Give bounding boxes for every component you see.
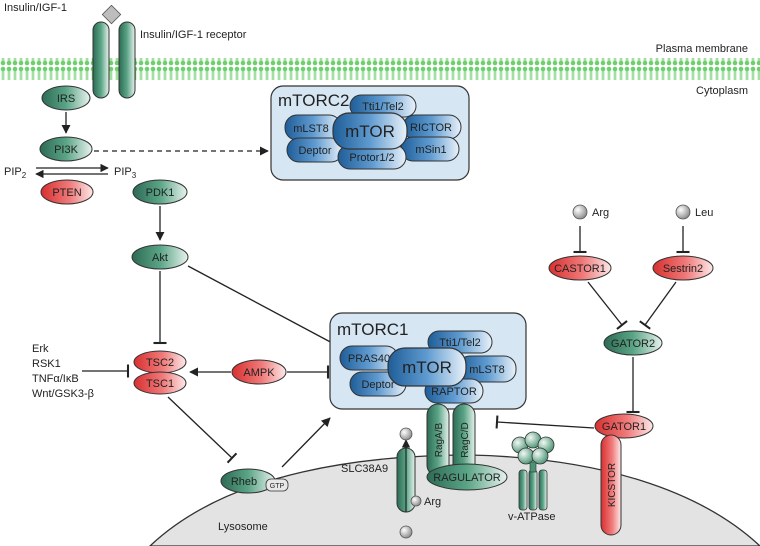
mtorc2-msin1-label: mSin1 bbox=[415, 144, 446, 156]
castor1-inhibits-gator2-line bbox=[587, 281, 628, 330]
receptor-label: Insulin/IGF-1 receptor bbox=[140, 29, 247, 41]
arg-bound-icon bbox=[410, 495, 422, 507]
irs-node: IRS bbox=[41, 85, 91, 111]
plasma-membrane-label: Plasma membrane bbox=[656, 43, 748, 55]
mtorc1-raptor-label: RAPTOR bbox=[431, 386, 477, 398]
pten-node: PTEN bbox=[40, 179, 94, 205]
sestrin2-inhibits-gator2-line bbox=[639, 281, 677, 330]
mtorc2-protor-label: Protor1/2 bbox=[349, 152, 394, 164]
mtorc1-pras40-label: PRAS40 bbox=[348, 353, 390, 365]
insulin-receptor bbox=[92, 4, 136, 99]
pip3-label: PIP3 bbox=[114, 166, 137, 180]
irs-label: IRS bbox=[57, 93, 75, 105]
v-atpase-icon bbox=[511, 431, 555, 511]
pi3k-node: PI3K bbox=[39, 136, 93, 162]
slc38a9-arg-label: Arg bbox=[424, 496, 441, 508]
tsc1-node bbox=[133, 371, 187, 395]
arg-label: Arg bbox=[592, 207, 609, 219]
mtorc1-deptor-label: Deptor bbox=[361, 379, 394, 391]
mtorc1-mlst8-label: mLST8 bbox=[469, 364, 504, 376]
gator1-inhibits-rag-line bbox=[495, 415, 595, 429]
gtp-label: GTP bbox=[270, 483, 285, 490]
pdk1-label: PDK1 bbox=[146, 187, 175, 199]
ligand-label: Insulin/IGF-1 bbox=[4, 2, 67, 14]
tsc2-label: TSC2 bbox=[146, 357, 174, 369]
ragulator-node bbox=[426, 463, 508, 491]
mtorc2-complex: mTORC2 mLST8 Deptor RICTOR mSin1 Protor1… bbox=[270, 85, 470, 181]
pdk1-node: PDK1 bbox=[132, 179, 188, 205]
ragc-d-label: RagC/D bbox=[460, 422, 471, 458]
mtorc1-tti1-label: Tti1/Tel2 bbox=[439, 337, 481, 349]
upstream-kinases: Erk RSK1 TNFα/IκB Wnt/GSK3-β bbox=[32, 343, 94, 400]
mtorc2-mtor bbox=[332, 112, 408, 150]
upstream-item: Erk bbox=[32, 343, 49, 355]
akt-label: Akt bbox=[152, 252, 168, 264]
kicstor-node: KICSTOR bbox=[600, 434, 622, 536]
plasma-membrane bbox=[0, 58, 760, 80]
arg-molecule-out-icon bbox=[399, 427, 413, 441]
pten-label: PTEN bbox=[52, 187, 81, 199]
upstream-item: TNFα/IκB bbox=[32, 373, 79, 385]
mtorc2-tti1-label: Tti1/Tel2 bbox=[362, 101, 404, 113]
rag-gtpases: RagA/B RagC/D RAGULATOR bbox=[426, 403, 508, 491]
leu-label: Leu bbox=[695, 207, 713, 219]
sestrin2-label: Sestrin2 bbox=[663, 263, 703, 275]
tsc1-label: TSC1 bbox=[146, 378, 174, 390]
slc38a9-transporter bbox=[396, 427, 422, 539]
castor1-node: CASTOR1 bbox=[548, 255, 612, 281]
mtorc2-deptor-label: Deptor bbox=[298, 145, 331, 157]
mtorc1-mtor-label: mTOR bbox=[402, 358, 452, 377]
ligand-diamond-icon bbox=[101, 4, 122, 25]
ampk-label: AMPK bbox=[243, 367, 275, 379]
pi3k-label: PI3K bbox=[54, 144, 79, 156]
rheb-node: Rheb GTP bbox=[220, 468, 289, 494]
mtorc2-rictor-label: RICTOR bbox=[410, 122, 452, 134]
mtorc1-mtor bbox=[387, 347, 467, 387]
tsc-inhibits-rheb-line bbox=[167, 396, 238, 464]
gator2-node: GATOR2 bbox=[603, 330, 663, 356]
mtorc2-mlst8-label: mLST8 bbox=[293, 123, 328, 135]
cytoplasm-label: Cytoplasm bbox=[696, 85, 748, 97]
gator2-label: GATOR2 bbox=[611, 338, 655, 350]
rheb-to-mtorc1-arrow bbox=[281, 417, 331, 468]
akt-inhibits-mtorc1-line bbox=[187, 265, 340, 352]
akt-node: Akt bbox=[131, 244, 189, 270]
mtorc1-complex: mTORC1 PRAS40 Deptor mLST8 RAPTOR Tti1/T… bbox=[329, 312, 527, 410]
pip2-label: PIP2 bbox=[4, 166, 27, 180]
gator1-node: GATOR1 bbox=[594, 413, 654, 439]
sestrin2-node: Sestrin2 bbox=[652, 255, 714, 281]
kicstor-label: KICSTOR bbox=[607, 463, 618, 507]
mtorc1-title: mTORC1 bbox=[337, 320, 408, 339]
upstream-item: RSK1 bbox=[32, 358, 61, 370]
tsc-complex: TSC2 TSC1 bbox=[133, 350, 187, 395]
ampk-node: AMPK bbox=[231, 359, 287, 385]
upstream-item: Wnt/GSK3-β bbox=[32, 388, 94, 400]
arg-molecule-in-icon bbox=[399, 525, 413, 539]
gator1-label: GATOR1 bbox=[602, 421, 646, 433]
v-atpase-label: v-ATPase bbox=[508, 511, 555, 523]
leu-molecule-icon bbox=[675, 204, 691, 220]
mtorc2-mtor-label: mTOR bbox=[345, 122, 395, 141]
arg-molecule-icon bbox=[572, 204, 588, 220]
ragulator-label: RAGULATOR bbox=[433, 472, 500, 484]
slc38a9-label: SLC38A9 bbox=[341, 463, 388, 475]
rheb-label: Rheb bbox=[231, 476, 257, 488]
raga-b-label: RagA/B bbox=[434, 422, 445, 457]
mtorc2-title: mTORC2 bbox=[278, 91, 349, 110]
lysosome-label: Lysosome bbox=[218, 521, 268, 533]
gtp-badge bbox=[265, 478, 289, 492]
castor1-label: CASTOR1 bbox=[554, 263, 606, 275]
